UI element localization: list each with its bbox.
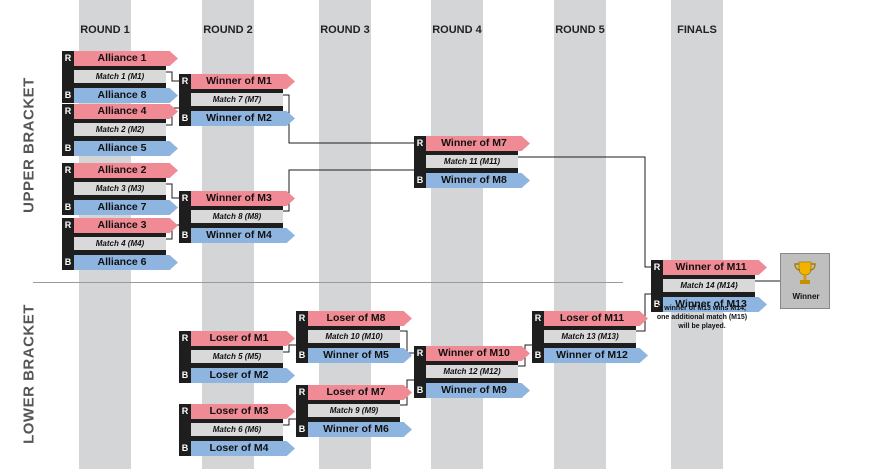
- blue-alliance: Winner of M12: [544, 348, 648, 363]
- trophy-icon: [794, 261, 816, 284]
- blue-alliance: Winner of M8: [426, 173, 530, 188]
- red-alliance: Alliance 4: [74, 104, 178, 119]
- red-tag: R: [651, 260, 663, 275]
- match-label: Match 12 (M12): [426, 365, 518, 378]
- match-label: Match 11 (M11): [426, 155, 518, 168]
- red-tag: R: [414, 136, 426, 151]
- match-1: R Alliance 1 Match 1 (M1) B Alliance 8: [62, 50, 178, 104]
- match-4: R Alliance 3 Match 4 (M4) B Alliance 6: [62, 217, 178, 271]
- blue-tag: B: [651, 297, 663, 312]
- red-alliance: Winner of M7: [426, 136, 530, 151]
- blue-tag: B: [179, 368, 191, 383]
- match-label: Match 13 (M13): [544, 330, 636, 343]
- match-10: R Loser of M8 Match 10 (M10) B Winner of…: [296, 310, 412, 364]
- red-alliance: Loser of M11: [544, 311, 648, 326]
- round-5-header: ROUND 5: [555, 24, 605, 36]
- red-alliance: Winner of M11: [663, 260, 767, 275]
- red-tag: R: [532, 311, 544, 326]
- red-alliance: Winner of M1: [191, 74, 295, 89]
- match-label: Match 7 (M7): [191, 93, 283, 106]
- red-tag: R: [179, 74, 191, 89]
- match-13: R Loser of M11 Match 13 (M13) B Winner o…: [532, 310, 648, 364]
- blue-alliance: Loser of M2: [191, 368, 295, 383]
- blue-alliance: Winner of M6: [308, 422, 412, 437]
- red-tag: R: [179, 191, 191, 206]
- match-label: Match 3 (M3): [74, 182, 166, 195]
- blue-tag: B: [532, 348, 544, 363]
- red-tag: R: [62, 163, 74, 178]
- red-alliance: Loser of M8: [308, 311, 412, 326]
- blue-tag: B: [179, 228, 191, 243]
- match-8: R Winner of M3 Match 8 (M8) B Winner of …: [179, 190, 295, 244]
- bracket-divider: [33, 282, 623, 283]
- match-label: Match 1 (M1): [74, 70, 166, 83]
- red-alliance: Alliance 1: [74, 51, 178, 66]
- blue-tag: B: [414, 383, 426, 398]
- winner-box: Winner: [780, 253, 830, 309]
- red-tag: R: [62, 51, 74, 66]
- red-alliance: Loser of M7: [308, 385, 412, 400]
- blue-tag: B: [179, 441, 191, 456]
- blue-alliance: Alliance 8: [74, 88, 178, 103]
- round-2-header: ROUND 2: [203, 24, 253, 36]
- match-14: R Winner of M11 Match 14 (M14) B Winner …: [651, 259, 767, 313]
- match-label: Match 6 (M6): [191, 423, 283, 436]
- match-label: Match 5 (M5): [191, 350, 283, 363]
- round-3-header: ROUND 3: [320, 24, 370, 36]
- match-label: Match 8 (M8): [191, 210, 283, 223]
- blue-tag: B: [296, 422, 308, 437]
- blue-alliance: Winner of M9: [426, 383, 530, 398]
- finals-header: FINALS: [677, 24, 717, 36]
- red-alliance: Winner of M3: [191, 191, 295, 206]
- round-4-header: ROUND 4: [432, 24, 482, 36]
- round-5-column: [554, 0, 606, 469]
- red-alliance: Loser of M3: [191, 404, 295, 419]
- match-label: Match 2 (M2): [74, 123, 166, 136]
- match-11: R Winner of M7 Match 11 (M11) B Winner o…: [414, 135, 530, 189]
- match-label: Match 9 (M9): [308, 404, 400, 417]
- winner-label: Winner: [792, 292, 820, 301]
- match-9: R Loser of M7 Match 9 (M9) B Winner of M…: [296, 384, 412, 438]
- match-6: R Loser of M3 Match 6 (M6) B Loser of M4: [179, 403, 295, 457]
- finals-column: [671, 0, 723, 469]
- match-5: R Loser of M1 Match 5 (M5) B Loser of M2: [179, 330, 295, 384]
- blue-tag: B: [62, 200, 74, 215]
- red-alliance: Alliance 3: [74, 218, 178, 233]
- red-tag: R: [62, 218, 74, 233]
- red-tag: R: [179, 404, 191, 419]
- blue-tag: B: [62, 255, 74, 270]
- match-label: Match 4 (M4): [74, 237, 166, 250]
- match-label: Match 14 (M14): [663, 279, 755, 292]
- blue-tag: B: [414, 173, 426, 188]
- red-alliance: Loser of M1: [191, 331, 295, 346]
- blue-tag: B: [62, 141, 74, 156]
- red-tag: R: [62, 104, 74, 119]
- blue-alliance: Loser of M4: [191, 441, 295, 456]
- red-alliance: Alliance 2: [74, 163, 178, 178]
- blue-tag: B: [296, 348, 308, 363]
- red-alliance: Winner of M10: [426, 346, 530, 361]
- red-tag: R: [414, 346, 426, 361]
- match-3: R Alliance 2 Match 3 (M3) B Alliance 7: [62, 162, 178, 216]
- red-tag: R: [179, 331, 191, 346]
- match-label: Match 10 (M10): [308, 330, 400, 343]
- round-1-header: ROUND 1: [80, 24, 130, 36]
- match-12: R Winner of M10 Match 12 (M12) B Winner …: [414, 345, 530, 399]
- blue-alliance: Alliance 6: [74, 255, 178, 270]
- blue-alliance: Winner of M13: [663, 297, 767, 312]
- match-2: R Alliance 4 Match 2 (M2) B Alliance 5: [62, 103, 178, 157]
- additional-match-note: If winner of M13 wins M14, one additiona…: [656, 305, 748, 330]
- match-7: R Winner of M1 Match 7 (M7) B Winner of …: [179, 73, 295, 127]
- red-tag: R: [296, 385, 308, 400]
- blue-alliance: Winner of M4: [191, 228, 295, 243]
- blue-alliance: Alliance 5: [74, 141, 178, 156]
- blue-alliance: Alliance 7: [74, 200, 178, 215]
- red-tag: R: [296, 311, 308, 326]
- blue-alliance: Winner of M2: [191, 111, 295, 126]
- blue-tag: B: [179, 111, 191, 126]
- blue-tag: B: [62, 88, 74, 103]
- blue-alliance: Winner of M5: [308, 348, 412, 363]
